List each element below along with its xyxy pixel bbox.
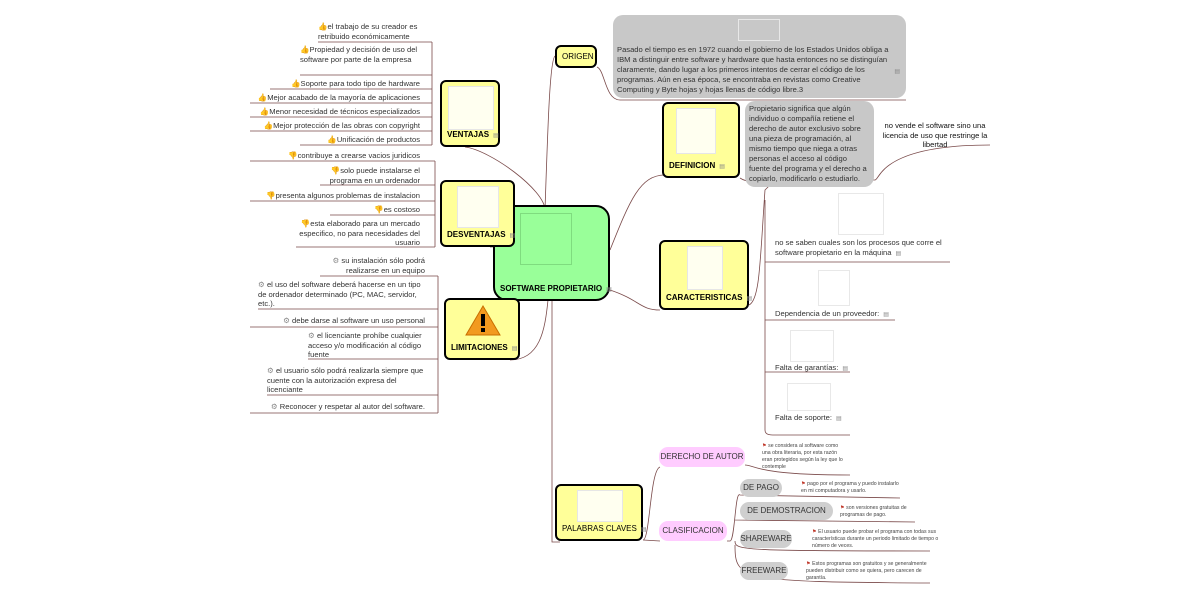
derecho-note: ⚑ se considera al software como una obra… <box>762 443 843 470</box>
image-placeholder <box>790 330 834 362</box>
node-palabras-claves[interactable]: PALABRAS CLAVES▤ <box>555 484 647 541</box>
desventaja-item: 👎es costoso <box>374 205 420 214</box>
image-placeholder <box>520 213 572 265</box>
notes-icon: ▤ <box>640 527 647 533</box>
limitacion-item: ⚙ el usuario sólo podrá realizarla siemp… <box>267 366 424 394</box>
origen-note: Pasado el tiempo es en 1972 cuando el go… <box>613 15 906 98</box>
node-desventajas[interactable]: DESVENTAJAS▤ <box>440 180 515 247</box>
notes-icon: ▤ <box>746 296 753 302</box>
node-de-demostracion[interactable]: DE DEMOSTRACION <box>740 502 833 520</box>
ventajas-label: VENTAJAS▤ <box>447 130 499 139</box>
image-placeholder <box>818 270 850 306</box>
image-placeholder <box>457 186 499 228</box>
node-ventajas[interactable]: VENTAJAS▤ <box>440 80 500 147</box>
image-placeholder <box>838 193 884 235</box>
node-freeware[interactable]: FREEWARE <box>740 562 788 580</box>
clasificacion-note: ⚑ Estos programas son gratuitos y se gen… <box>806 561 927 581</box>
caracteristica-item: no se saben cuales son los procesos que … <box>775 238 942 257</box>
limitaciones-label: LIMITACIONES▤ <box>451 343 518 352</box>
central-node[interactable]: SOFTWARE PROPIETARIO▤ <box>493 205 612 301</box>
caracteristica-item: Falta de soporte:▤ <box>775 413 842 422</box>
limitacion-item: ⚙ su instalación sólo podrá realizarse e… <box>332 256 425 275</box>
image-placeholder <box>448 86 494 130</box>
ventaja-item: 👍Menor necesidad de técnicos especializa… <box>259 107 420 116</box>
warning-icon <box>465 305 501 336</box>
notes-icon: ▤ <box>894 69 900 75</box>
caracteristica-item: Dependencia de un proveedor:▤ <box>775 309 889 318</box>
limitacion-item: ⚙ el licenciante prohíbe cualquier acces… <box>308 331 422 359</box>
notes-icon: ▤ <box>606 287 612 293</box>
flag-icon: ⚑ <box>762 443 767 449</box>
limitacion-item: ⚙ Reconocer y respetar al autor del soft… <box>270 402 425 411</box>
limitacion-item: ⚙ debe darse al software un uso personal <box>283 316 425 325</box>
node-shareware[interactable]: SHAREWARE <box>740 530 792 548</box>
image-placeholder <box>676 108 716 154</box>
node-definicion[interactable]: DEFINICION▤ <box>662 102 740 178</box>
node-derecho-de-autor[interactable]: DERECHO DE AUTOR <box>659 447 745 467</box>
ventaja-item: 👍Propiedad y decisión de uso del softwar… <box>300 45 418 64</box>
image-placeholder <box>787 383 831 411</box>
ventaja-item: 👍Mejor acabado de la mayoría de aplicaci… <box>257 93 420 102</box>
desventaja-item: 👎contribuye a crearse vacios juridicos <box>288 151 420 160</box>
central-label: SOFTWARE PROPIETARIO▤ <box>500 284 612 293</box>
clasificacion-note: ⚑ El usuario puede probar el programa co… <box>812 529 939 549</box>
node-limitaciones[interactable]: LIMITACIONES▤ <box>444 298 520 360</box>
clasificacion-note: ⚑ pago por el programa y puedo instalarl… <box>801 481 899 494</box>
node-clasificacion[interactable]: CLASIFICACION <box>659 521 727 541</box>
ventaja-item: 👍Unificación de productos <box>327 135 420 144</box>
ventaja-item: 👍Soporte para todo tipo de hardware <box>291 79 420 88</box>
definicion-label: DEFINICION▤ <box>669 161 725 170</box>
node-origen[interactable]: ORIGEN <box>555 45 597 68</box>
origen-label: ORIGEN <box>562 52 594 61</box>
image-placeholder <box>577 490 623 522</box>
ventaja-item: 👍Mejor protección de las obras con copyr… <box>263 121 420 130</box>
palabras-label: PALABRAS CLAVES▤ <box>562 524 647 533</box>
image-placeholder <box>738 19 780 41</box>
definicion-note: Propietario significa que algún individu… <box>745 101 874 187</box>
desventaja-item: 👎solo puede instalarse el programa en un… <box>329 166 420 185</box>
limitacion-item: ⚙ el uso del software deberá hacerse en … <box>258 280 421 308</box>
notes-icon: ▤ <box>719 164 725 170</box>
caracteristica-item: Falta de garantías:▤ <box>775 363 848 372</box>
node-de-pago[interactable]: DE PAGO <box>740 479 782 497</box>
clasificacion-note: ⚑ son versiones gratuitas de programas d… <box>840 505 907 518</box>
ventaja-item: 👍el trabajo de su creador es retribuido … <box>318 22 418 41</box>
node-caracteristicas[interactable]: CARACTERISTICAS▤ <box>659 240 753 310</box>
definicion-extra: no vende el software sino una licencia d… <box>882 121 988 149</box>
image-placeholder <box>687 246 723 290</box>
desventajas-label: DESVENTAJAS▤ <box>447 230 516 239</box>
desventaja-item: 👎esta elaborado para un mercado especifi… <box>299 219 420 247</box>
desventaja-item: 👎presenta algunos problemas de instalaci… <box>266 191 420 200</box>
caracteristicas-label: CARACTERISTICAS▤ <box>666 293 753 302</box>
